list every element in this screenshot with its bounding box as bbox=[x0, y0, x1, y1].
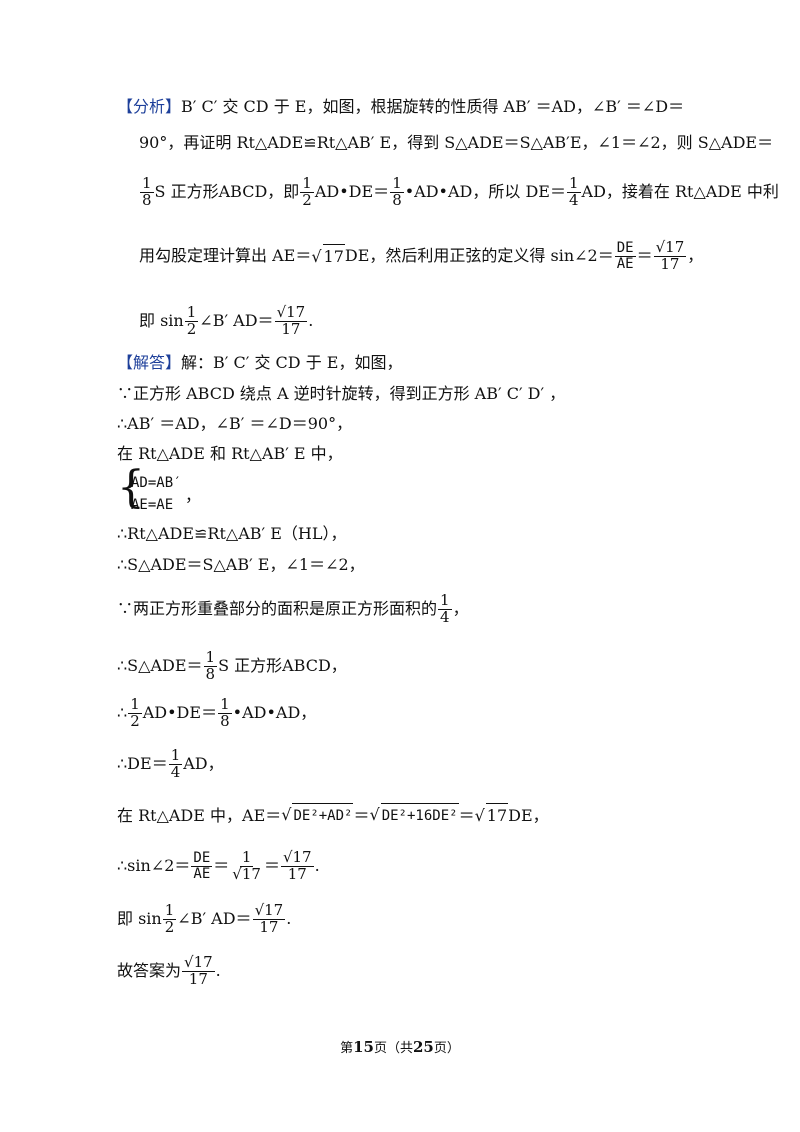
analysis-line-2: 90°，再证明 Rt△ADE≌Rt△AB′ E，得到 S△ADE＝S△AB′E，… bbox=[139, 131, 773, 155]
fraction: 1√17 bbox=[232, 848, 261, 883]
system-eq-2: AE=AE bbox=[131, 497, 174, 513]
solution-line-1: 【解答】解：B′ C′ 交 CD 于 E，如图， bbox=[117, 353, 403, 372]
page-footer: 第15页（共25页） bbox=[340, 1038, 460, 1056]
analysis-line-1: 【分析】B′ C′ 交 CD 于 E，如图，根据旋转的性质得 AB′ ＝AD，∠… bbox=[117, 95, 684, 119]
sqrt: 17 bbox=[322, 243, 345, 269]
solution-line-7: ∴S△ADE＝S△AB′ E，∠1＝∠2， bbox=[117, 555, 365, 574]
solution-line-12: 在 Rt△ADE 中，AE＝√DE²+AD²＝√DE²+16DE²＝√17DE， bbox=[117, 803, 549, 828]
total-pages: 25 bbox=[413, 1038, 434, 1056]
sqrt: DE²+16DE² bbox=[380, 803, 459, 828]
solution-line-6: ∴Rt△ADE≌Rt△AB′ E（HL）， bbox=[117, 524, 347, 543]
brace-icon: { bbox=[117, 462, 145, 513]
system-eq-1: AD=AB′ bbox=[131, 475, 182, 491]
solution-line-4: 在 Rt△ADE 和 Rt△AB′ E 中， bbox=[117, 444, 343, 463]
analysis-text-1: B′ C′ 交 CD 于 E，如图，根据旋转的性质得 AB′ ＝AD，∠B′ ＝… bbox=[181, 97, 685, 116]
analysis-label: 【分析】 bbox=[117, 97, 182, 116]
sqrt: 17 bbox=[485, 803, 509, 828]
page-number: 15 bbox=[353, 1038, 374, 1056]
analysis-text-2: 90°，再证明 Rt△ADE≌Rt△AB′ E，得到 S△ADE＝S△AB′E，… bbox=[139, 133, 774, 152]
sqrt: DE²+AD² bbox=[292, 803, 354, 828]
solution-line-3: ∴AB′ ＝AD，∠B′ ＝∠D＝90°， bbox=[117, 414, 353, 433]
solution-label: 【解答】 bbox=[117, 353, 182, 372]
solution-line-2: ∵正方形 ABCD 绕点 A 逆时针旋转，得到正方形 AB′ C′ D′ ， bbox=[117, 384, 566, 403]
